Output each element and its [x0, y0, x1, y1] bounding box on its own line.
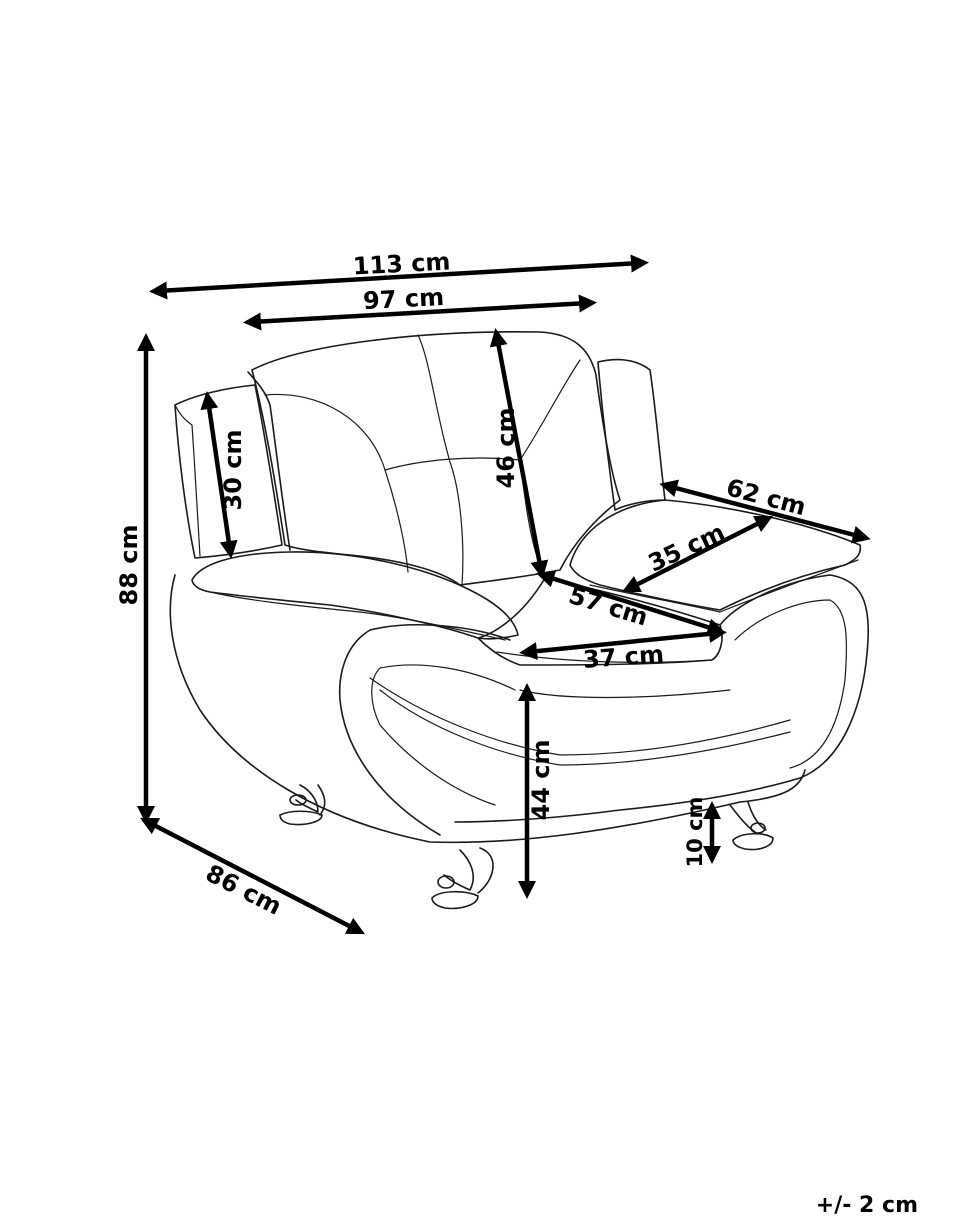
- label-backrest-height: 46 cm: [492, 408, 520, 489]
- left-arm-back: [174, 384, 283, 559]
- arrow-seat-width: [519, 624, 727, 661]
- chair-base: [169, 574, 806, 844]
- arrow-total-width: [149, 254, 649, 300]
- arrow-total-depth: [140, 817, 365, 935]
- label-total-height: 88 cm: [115, 525, 143, 606]
- label-seat-width: 37 cm: [582, 640, 665, 674]
- armchair-drawing: [169, 331, 870, 910]
- label-back-width: 97 cm: [362, 283, 444, 315]
- label-total-depth: 86 cm: [201, 859, 286, 921]
- arrow-backrest-height: [489, 328, 549, 579]
- backrest: [251, 331, 621, 586]
- backrest-side-flap: [247, 371, 291, 551]
- label-armrest-height: 30 cm: [219, 430, 247, 511]
- label-total-width: 113 cm: [352, 247, 451, 280]
- arrow-back-width: [243, 294, 597, 331]
- tolerance-note: +/- 2 cm: [815, 1193, 918, 1218]
- left-arm-front: [338, 624, 511, 836]
- leg-front-left: [431, 847, 494, 910]
- arrow-seat-depth: [536, 570, 726, 636]
- left-armrest-pad: [191, 551, 519, 640]
- arrow-armrest-length: [659, 479, 871, 544]
- right-arm-front: [454, 574, 870, 823]
- leg-back-left: [279, 784, 326, 826]
- leg-front-right: [729, 801, 774, 851]
- right-arm-back: [597, 358, 666, 511]
- arrow-armrest-height: [200, 391, 238, 559]
- label-seat-height: 44 cm: [527, 740, 555, 821]
- label-armrest-width: 35 cm: [644, 518, 729, 578]
- dimension-arrows: [137, 254, 871, 935]
- label-leg-height: 10 cm: [683, 797, 707, 868]
